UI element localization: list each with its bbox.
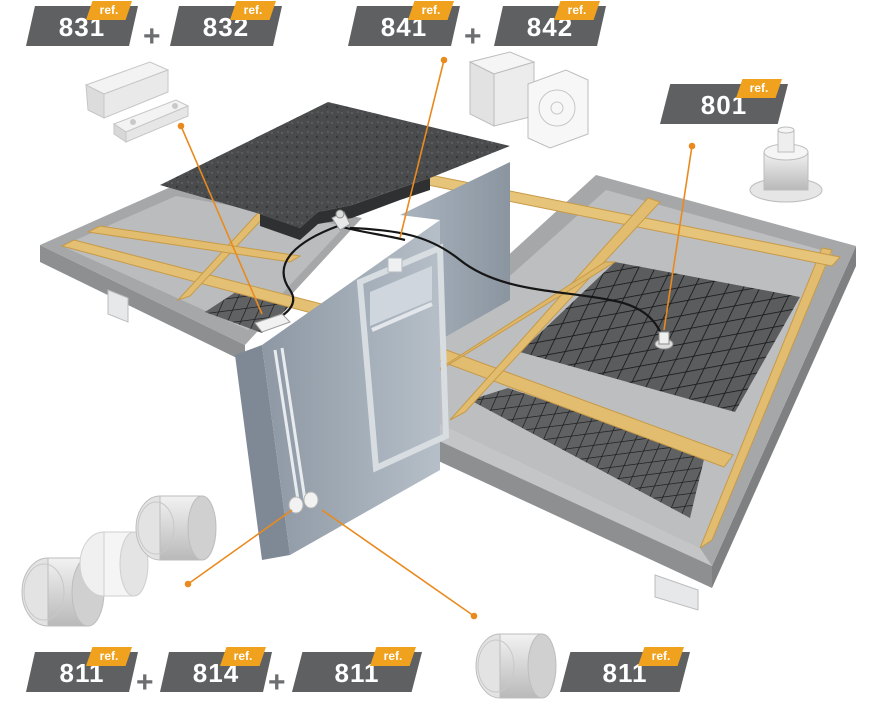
partition-wall <box>235 162 510 560</box>
leader-line-841-842 <box>399 59 445 239</box>
plus-sign: + <box>136 666 154 699</box>
insulation-layer <box>160 102 510 240</box>
slab-box-fixture <box>254 313 291 333</box>
ref-badge: ref. <box>230 1 276 20</box>
product-811-single-illustration <box>475 633 557 699</box>
plus-sign: + <box>464 20 482 53</box>
ref-badge: ref. <box>736 79 782 98</box>
leader-dot-841-842 <box>440 56 448 64</box>
ref-tag-842: 842 ref. <box>494 1 606 46</box>
leader-dot-811-single <box>470 612 478 620</box>
leader-dot-831-832 <box>177 122 185 130</box>
ref-tag-811-left: 811 ref. <box>26 647 138 692</box>
plus-sign: + <box>268 666 286 699</box>
product-841-842-illustration <box>468 51 589 149</box>
product-811-814-811-illustration <box>21 495 217 627</box>
ref-tag-831: 831 ref. <box>26 1 138 46</box>
leader-lines <box>177 56 696 620</box>
ref-badge: ref. <box>220 647 266 666</box>
leader-dot-811-814-811 <box>184 580 192 588</box>
ref-badge: ref. <box>638 647 684 666</box>
floor-box-fixture <box>654 331 674 350</box>
ref-tag-811-right: 811 ref. <box>560 647 690 692</box>
ref-badge: ref. <box>554 1 600 20</box>
leader-line-811-single <box>321 509 475 617</box>
ref-tag-814: 814 ref. <box>160 647 272 692</box>
ref-tag-841: 841 ref. <box>348 1 460 46</box>
leader-line-831-832 <box>180 125 263 315</box>
ref-badge: ref. <box>86 647 132 666</box>
leader-line-811-814-811 <box>187 509 293 585</box>
product-831-832-illustration <box>84 61 190 143</box>
right-slab <box>350 174 856 611</box>
ref-badge: ref. <box>408 1 454 20</box>
ref-tag-832: 832 ref. <box>170 1 282 46</box>
ceiling-box-fixture <box>331 209 351 231</box>
ref-badge: ref. <box>370 647 416 666</box>
product-801-illustration <box>749 126 823 203</box>
plus-sign: + <box>143 20 161 53</box>
ref-tag-801: 801 ref. <box>660 79 788 124</box>
leader-dot-801 <box>688 142 696 150</box>
leader-line-801 <box>663 145 693 331</box>
ref-badge: ref. <box>86 1 132 20</box>
ref-tag-811-middle: 811 ref. <box>292 647 422 692</box>
